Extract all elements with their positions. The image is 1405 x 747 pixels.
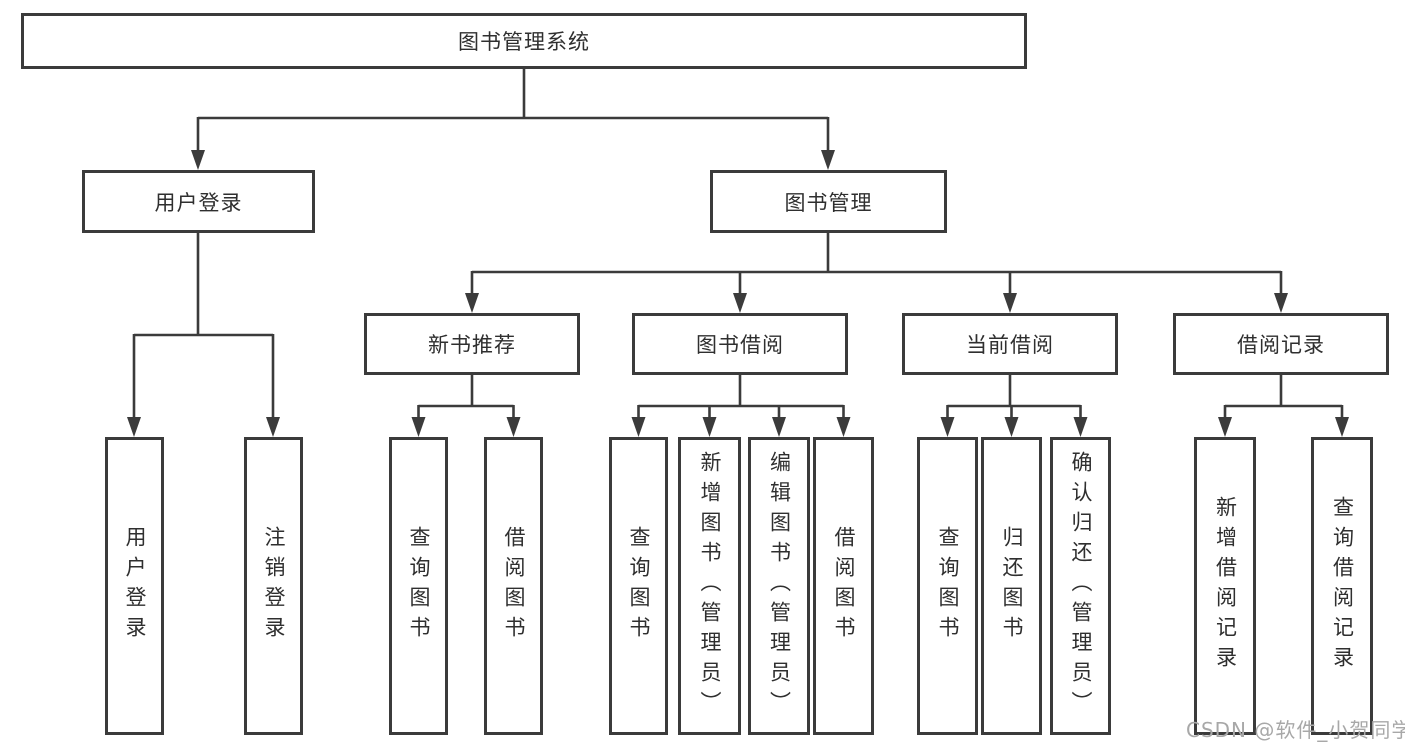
leaf-confirm-return-admin: 确认归还（管理员）	[1050, 437, 1111, 735]
leaf-user-login: 用户登录	[105, 437, 164, 735]
leaf-confirm-return-admin-label: 确认归还（管理员）	[1069, 451, 1093, 721]
connector-borrow-records-to-leaves	[1218, 375, 1349, 437]
leaf-user-login-label: 用户登录	[123, 526, 147, 646]
leaf-query-borrow-record-label: 查询借阅记录	[1330, 496, 1355, 676]
connector-book-management-to-level3	[465, 233, 1288, 313]
connector-current-borrow-to-leaves	[940, 375, 1088, 437]
node-book-borrow-label: 图书借阅	[696, 333, 784, 357]
leaf-query-books-recommend-label: 查询图书	[407, 526, 431, 646]
node-book-management: 图书管理	[710, 170, 947, 233]
node-book-borrow: 图书借阅	[632, 313, 848, 375]
leaf-query-books-borrow: 查询图书	[609, 437, 668, 735]
leaf-query-borrow-record: 查询借阅记录	[1311, 437, 1373, 735]
node-borrow-records: 借阅记录	[1173, 313, 1389, 375]
node-root: 图书管理系统	[21, 13, 1027, 69]
leaf-edit-book-admin: 编辑图书（管理员）	[748, 437, 810, 735]
csdn-watermark: CSDN @软件_小贺同学	[1186, 718, 1405, 742]
connector-user-login-to-leaves	[127, 233, 280, 437]
node-current-borrow: 当前借阅	[902, 313, 1118, 375]
node-user-login-label: 用户登录	[154, 190, 243, 215]
node-new-book-recommend: 新书推荐	[364, 313, 580, 375]
leaf-return-books-label: 归还图书	[1000, 526, 1024, 646]
node-root-label: 图书管理系统	[458, 30, 590, 54]
leaf-query-books-current: 查询图书	[917, 437, 978, 735]
leaf-logout: 注销登录	[244, 437, 303, 735]
connector-book-borrow-to-leaves	[631, 375, 851, 437]
leaf-return-books: 归还图书	[981, 437, 1042, 735]
leaf-borrow-books-recommend-label: 借阅图书	[502, 526, 526, 646]
leaf-add-borrow-record-label: 新增借阅记录	[1213, 496, 1238, 676]
connector-root-to-level2	[191, 69, 835, 170]
node-borrow-records-label: 借阅记录	[1237, 333, 1325, 357]
leaf-logout-label: 注销登录	[262, 526, 286, 646]
node-user-login: 用户登录	[82, 170, 315, 233]
node-book-management-label: 图书管理	[784, 190, 873, 215]
leaf-borrow-books-label: 借阅图书	[832, 526, 856, 646]
leaf-borrow-books: 借阅图书	[813, 437, 874, 735]
leaf-add-borrow-record: 新增借阅记录	[1194, 437, 1256, 735]
leaf-query-books-current-label: 查询图书	[936, 526, 960, 646]
leaf-query-books-recommend: 查询图书	[389, 437, 448, 735]
leaf-add-book-admin-label: 新增图书（管理员）	[698, 451, 722, 721]
node-new-book-recommend-label: 新书推荐	[428, 333, 516, 357]
connector-new-book-recommend-to-leaves	[411, 375, 521, 437]
leaf-borrow-books-recommend: 借阅图书	[484, 437, 543, 735]
node-current-borrow-label: 当前借阅	[966, 333, 1054, 357]
leaf-add-book-admin: 新增图书（管理员）	[678, 437, 741, 735]
leaf-edit-book-admin-label: 编辑图书（管理员）	[767, 451, 792, 721]
leaf-query-books-borrow-label: 查询图书	[627, 526, 651, 646]
